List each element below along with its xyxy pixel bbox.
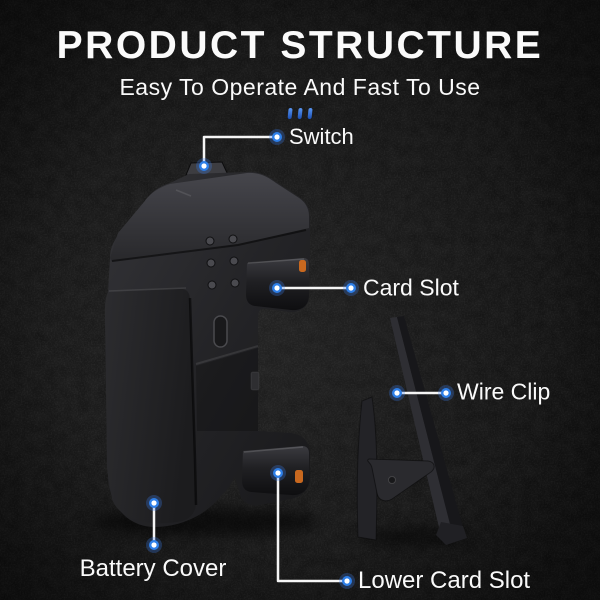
callout-label-lower-card-slot: Lower Card Slot <box>358 566 531 594</box>
card-slot-orange-accent <box>299 260 306 272</box>
battery-cover-panel <box>105 289 196 524</box>
callout-label-card-slot: Card Slot <box>363 274 459 301</box>
page-title: PRODUCT STRUCTURE <box>56 24 544 67</box>
callout-label-wire-clip: Wire Clip <box>457 378 551 405</box>
wire-clip-part <box>356 316 467 545</box>
column-step-line <box>195 345 259 365</box>
column-oval-slot <box>213 315 228 348</box>
page-subtitle: Easy To Operate And Fast To Use <box>119 74 481 100</box>
clip-bar-foot <box>436 522 467 545</box>
callout-dot <box>146 495 162 511</box>
lower-card-slot-orange-accent <box>295 470 303 483</box>
panel-side-seam <box>188 297 198 506</box>
clip-arm <box>356 396 378 541</box>
triple-dash-icon <box>287 108 313 119</box>
callout-dot <box>269 129 285 145</box>
lower-card-slot-leader-line <box>276 471 347 583</box>
callout-dot <box>196 158 212 174</box>
callout-dot <box>146 537 162 553</box>
head-scratch <box>175 189 192 197</box>
device-illustration <box>105 161 310 528</box>
clip-rivet <box>388 476 396 484</box>
callout-label-battery-cover: Battery Cover <box>79 554 227 582</box>
column-lower-face <box>196 348 258 431</box>
callout-dot <box>269 280 285 296</box>
head-ridge-line <box>111 229 307 262</box>
clip-bar-light-face <box>390 317 452 536</box>
callout-dot <box>270 465 286 481</box>
callout-dot <box>339 573 355 589</box>
panel-top-seam <box>108 287 187 292</box>
clip-bar-dark-face <box>397 316 463 532</box>
callout-lines <box>152 135 447 583</box>
callout-dot <box>438 385 454 401</box>
clip-hinge-plate <box>367 458 435 502</box>
callout-dots <box>146 129 454 589</box>
callout-dot <box>343 280 359 296</box>
switch-leader-line <box>202 135 278 168</box>
device-head <box>110 172 309 262</box>
callout-dot <box>389 385 405 401</box>
column-side-nub <box>250 371 260 391</box>
grip-dots <box>205 234 240 290</box>
callout-label-switch: Switch <box>289 123 354 149</box>
